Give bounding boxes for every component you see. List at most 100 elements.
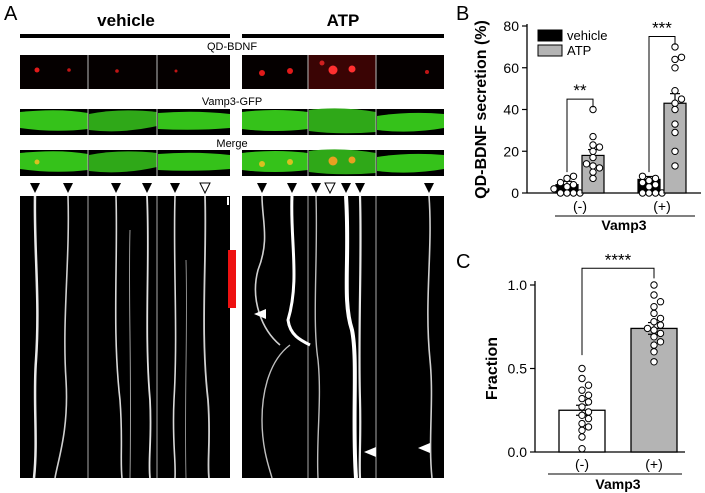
kymograph-arrowhead — [254, 309, 266, 319]
y-tick-label-c: 0.0 — [508, 444, 528, 460]
arrowhead-filled — [341, 183, 351, 193]
arrowhead-open — [199, 182, 211, 195]
data-point-c — [650, 358, 658, 366]
data-point-c — [578, 433, 586, 441]
data-point-b — [589, 174, 597, 183]
data-point-c — [578, 419, 586, 428]
x-axis-label-c: Vamp3 — [595, 476, 640, 492]
data-point-c — [578, 394, 586, 403]
data-point-b — [671, 99, 679, 107]
data-point-b — [589, 132, 597, 141]
y-tick-label-b: 60 — [503, 60, 519, 76]
data-point-b — [645, 189, 653, 197]
row-label-merge: Merge — [216, 138, 247, 150]
data-point-b — [556, 189, 565, 197]
data-point-b — [671, 64, 679, 72]
data-point-c — [578, 403, 586, 411]
kymograph-vehicle — [20, 195, 230, 479]
arrowhead-filled — [111, 183, 121, 193]
data-point-c — [650, 303, 658, 311]
legend-label-ATP: ATP — [567, 43, 591, 58]
arrowhead-filled — [257, 183, 267, 193]
arrowhead-filled — [170, 183, 180, 193]
data-point-c — [656, 298, 665, 306]
significance-bracket-c — [581, 267, 655, 356]
y-tick-label-c: 0.5 — [508, 361, 528, 377]
group-bar-atp — [242, 34, 444, 38]
data-point-c — [650, 281, 658, 289]
panel-a-letter: A — [4, 3, 18, 25]
x-axis-label-b: Vamp3 — [601, 217, 646, 233]
y-tick-label-b: 40 — [503, 102, 519, 118]
data-point-c — [578, 426, 586, 434]
data-point-b — [651, 189, 660, 197]
data-point-c — [656, 338, 665, 346]
panel-c-letter: C — [456, 251, 470, 273]
x-tick-label-b: (+) — [653, 198, 671, 214]
data-point-b — [589, 147, 597, 156]
merge-strips — [20, 149, 444, 176]
data-point-b — [671, 162, 679, 170]
kymograph-atp — [242, 195, 444, 479]
data-point-b — [569, 181, 578, 189]
significance-bracket-b — [566, 98, 594, 173]
group-bar-vehicle — [20, 34, 230, 38]
group-label-vehicle: vehicle — [97, 11, 155, 30]
data-point-c — [650, 309, 658, 318]
data-point-b — [638, 178, 647, 187]
data-point-c — [584, 414, 593, 423]
kymograph-arrowhead — [364, 447, 376, 457]
data-point-b — [563, 174, 571, 183]
significance-bracket-b — [648, 35, 676, 173]
data-point-c — [578, 411, 586, 419]
data-point-c — [656, 314, 665, 323]
arrowhead-filled — [30, 183, 40, 193]
legend-swatch-ATP — [537, 44, 563, 57]
significance-label-b: ** — [573, 81, 587, 100]
data-point-c — [578, 364, 586, 373]
arrowhead-filled — [287, 183, 297, 193]
data-point-c — [584, 398, 593, 406]
row-label-qd-bdnf: QD-BDNF — [207, 41, 257, 53]
data-point-c — [643, 324, 652, 333]
data-point-c — [584, 391, 593, 399]
data-point-b — [550, 185, 558, 193]
data-point-c — [650, 326, 658, 334]
data-point-b — [589, 153, 597, 162]
data-point-c — [656, 321, 665, 329]
y-axis-label-c: Fraction — [484, 337, 501, 400]
qd-bdnf-strips — [20, 55, 444, 89]
data-point-b — [677, 53, 686, 61]
legend-swatch-vehicle — [537, 29, 563, 42]
data-point-b — [638, 189, 647, 197]
data-point-c — [650, 341, 658, 349]
y-tick-label-b: 0 — [511, 185, 519, 201]
y-tick-label-b: 20 — [503, 143, 519, 159]
arrowhead-filled — [311, 183, 321, 193]
x-tick-label-c: (+) — [645, 456, 663, 472]
data-point-b — [563, 189, 571, 197]
data-point-b — [671, 147, 679, 156]
significance-label-b: *** — [652, 18, 672, 37]
data-point-b — [671, 128, 679, 137]
data-point-b — [569, 189, 578, 197]
y-tick-label-c: 1.0 — [508, 277, 528, 293]
data-point-c — [584, 381, 593, 389]
data-point-b — [582, 160, 591, 168]
data-point-c — [578, 386, 586, 394]
panel-a: A vehicle ATP QD-BDNF Vamp3-GFP Merge — [4, 3, 444, 479]
data-point-c — [584, 423, 593, 431]
arrowhead-filled — [355, 183, 365, 193]
data-point-b — [563, 183, 571, 191]
data-point-c — [656, 329, 665, 338]
data-point-b — [677, 95, 686, 103]
arrowhead-filled — [63, 183, 73, 193]
legend-label-vehicle: vehicle — [567, 28, 607, 43]
arrowhead-open — [324, 182, 336, 195]
kymograph-arrowhead — [418, 443, 430, 453]
data-point-b — [595, 143, 604, 151]
